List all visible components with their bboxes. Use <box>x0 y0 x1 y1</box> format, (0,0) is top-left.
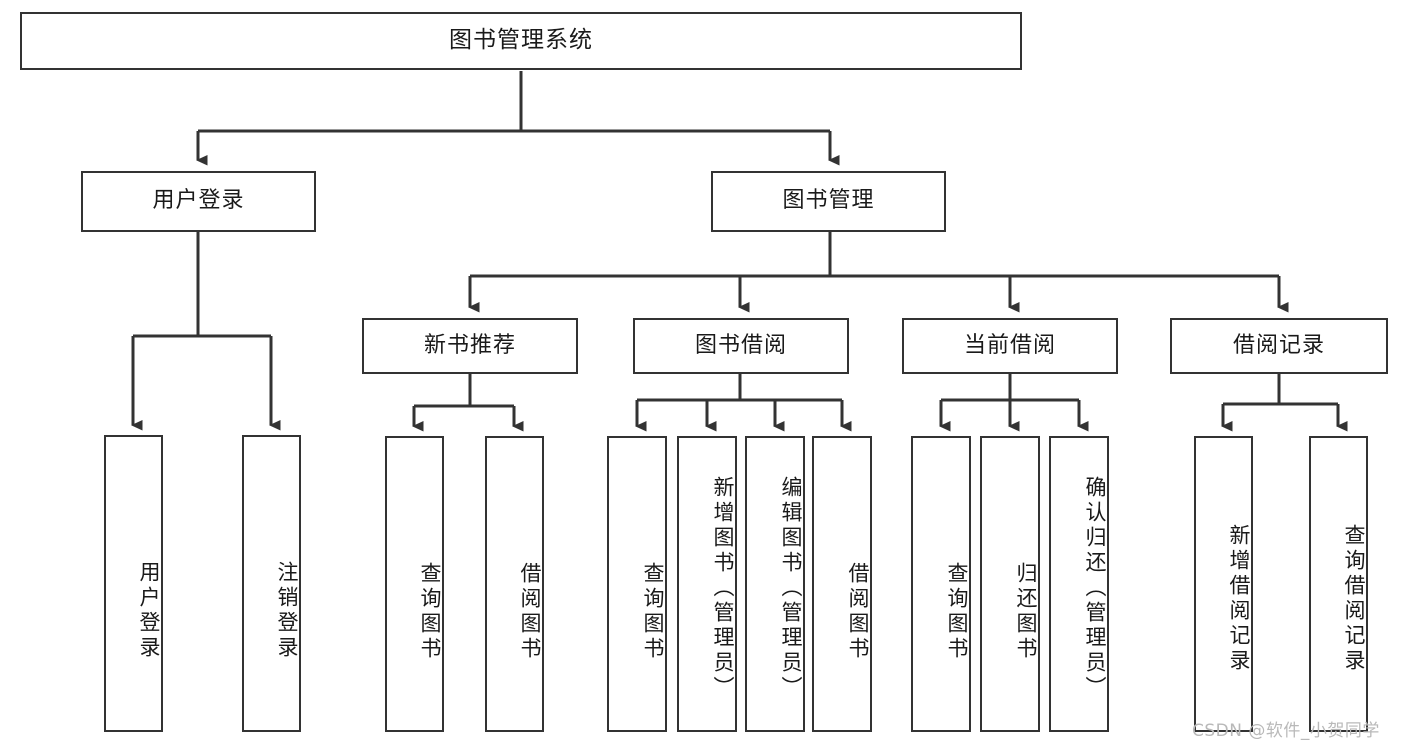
node-leaf-confirm-return[interactable]: 确认归还（管理员） <box>1049 436 1109 732</box>
node-leaf-query-book-1[interactable]: 查询图书 <box>385 436 444 732</box>
node-new-book-recommend[interactable]: 新书推荐 <box>362 318 578 374</box>
node-leaf-logout[interactable]: 注销登录 <box>242 435 301 732</box>
node-leaf-edit-book[interactable]: 编辑图书（管理员） <box>745 436 805 732</box>
node-leaf-borrow-book-1[interactable]: 借阅图书 <box>485 436 544 732</box>
node-leaf-return-book[interactable]: 归还图书 <box>980 436 1040 732</box>
node-user-login[interactable]: 用户登录 <box>81 171 316 232</box>
node-book-manage[interactable]: 图书管理 <box>711 171 946 232</box>
node-leaf-add-record[interactable]: 新增借阅记录 <box>1194 436 1253 732</box>
node-leaf-query-record[interactable]: 查询借阅记录 <box>1309 436 1368 732</box>
node-leaf-user-login[interactable]: 用户登录 <box>104 435 163 732</box>
node-root[interactable]: 图书管理系统 <box>20 12 1022 70</box>
node-borrow-record[interactable]: 借阅记录 <box>1170 318 1388 374</box>
node-leaf-borrow-book-2[interactable]: 借阅图书 <box>812 436 872 732</box>
node-leaf-add-book[interactable]: 新增图书（管理员） <box>677 436 737 732</box>
node-current-borrow[interactable]: 当前借阅 <box>902 318 1118 374</box>
csdn-watermark: CSDN @软件_小贺同学 <box>1192 721 1380 741</box>
node-leaf-query-book-3[interactable]: 查询图书 <box>911 436 971 732</box>
node-leaf-query-book-2[interactable]: 查询图书 <box>607 436 667 732</box>
node-book-borrow[interactable]: 图书借阅 <box>633 318 849 374</box>
